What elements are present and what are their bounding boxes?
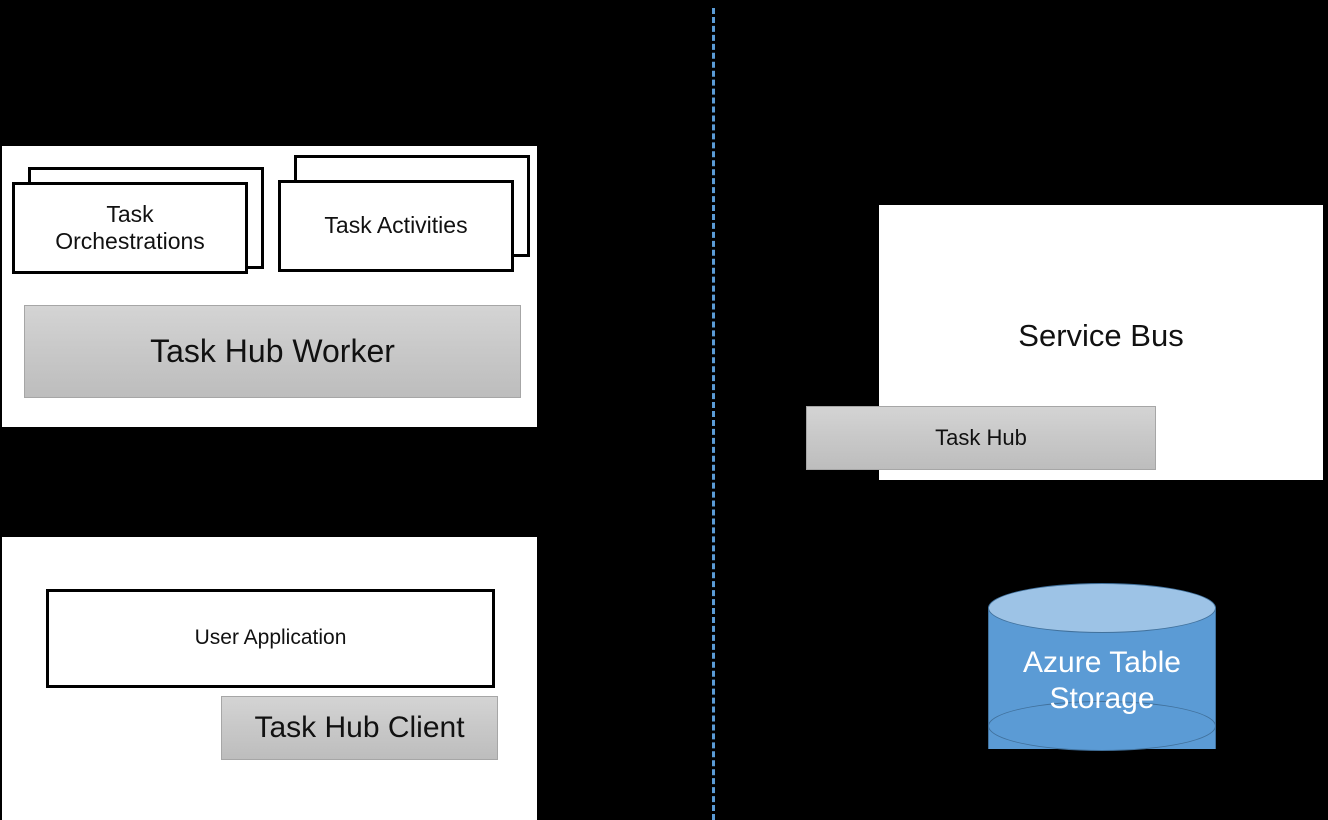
service-bus-label: Service Bus: [1018, 317, 1184, 353]
task-hub-label: Task Hub: [935, 425, 1027, 451]
task-hub-client-bar[interactable]: Task Hub Client: [221, 696, 498, 760]
cylinder-bottom-ellipse: [988, 701, 1216, 751]
user-application-label: User Application: [194, 626, 347, 650]
user-application-box[interactable]: User Application: [46, 589, 495, 688]
azure-table-storage-cylinder[interactable]: Azure Table Storage: [988, 583, 1216, 773]
task-orchestrations-label: Task Orchestrations: [55, 200, 205, 254]
task-orchestrations-card[interactable]: Task Orchestrations: [12, 182, 248, 274]
task-hub-client-label: Task Hub Client: [254, 711, 465, 745]
process-boundary-divider: [712, 8, 715, 820]
task-activities-card[interactable]: Task Activities: [278, 180, 514, 272]
task-hub-bar[interactable]: Task Hub: [806, 406, 1156, 470]
task-hub-worker-label: Task Hub Worker: [150, 332, 395, 369]
task-activities-label: Task Activities: [324, 212, 468, 239]
azure-table-storage-label: Azure Table Storage: [1023, 646, 1181, 715]
cylinder-top-ellipse: [988, 583, 1216, 633]
task-hub-worker-bar[interactable]: Task Hub Worker: [24, 305, 521, 398]
